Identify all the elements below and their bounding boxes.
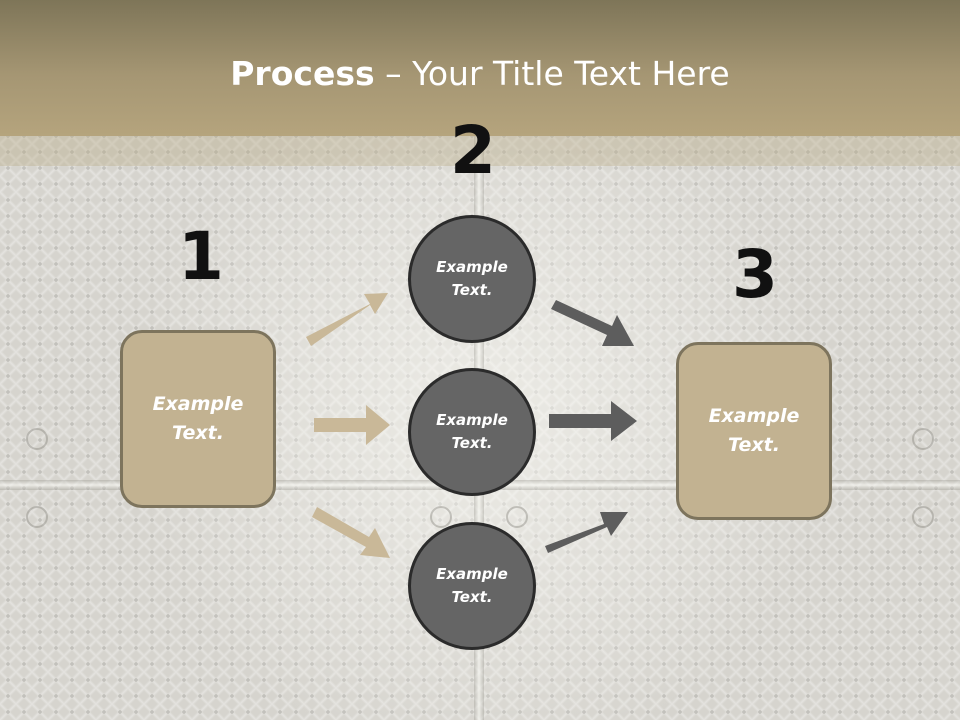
circle-middle: Example Text. [408,368,536,496]
left-step-box: Example Text. [120,330,276,508]
arrow-right-icon [549,401,637,441]
header-shadow-band [0,136,960,166]
right-step-box: Example Text. [676,342,832,520]
rivet-decoration [506,506,528,528]
circle-top: Example Text. [408,215,536,343]
arrow-right-icon [314,405,390,445]
circle-top-text: Example Text. [436,258,508,299]
circle-bottom-text: Example Text. [436,565,508,606]
arrow-right-down-icon [312,507,390,558]
step-number-2: 2 [450,112,496,189]
right-step-box-text: Example Text. [708,405,800,456]
rivet-decoration [26,506,48,528]
circle-middle-text: Example Text. [436,411,508,452]
step-number-1: 1 [178,218,224,295]
arrow-right-up-icon [306,293,388,346]
slide-title: Process – Your Title Text Here [0,54,960,93]
slide-title-rest: – Your Title Text Here [374,54,730,93]
arrow-right-up-icon [545,512,628,553]
rivet-decoration [430,506,452,528]
gray-arrows [545,300,637,553]
step-number-3: 3 [732,236,778,313]
title-header-bar [0,0,960,136]
slide-title-bold: Process [230,54,375,93]
rivet-decoration [912,428,934,450]
left-step-box-text: Example Text. [152,393,244,444]
tan-arrows [306,293,390,558]
arrow-right-down-icon [551,300,634,346]
rivet-decoration [912,506,934,528]
circle-bottom: Example Text. [408,522,536,650]
rivet-decoration [26,428,48,450]
